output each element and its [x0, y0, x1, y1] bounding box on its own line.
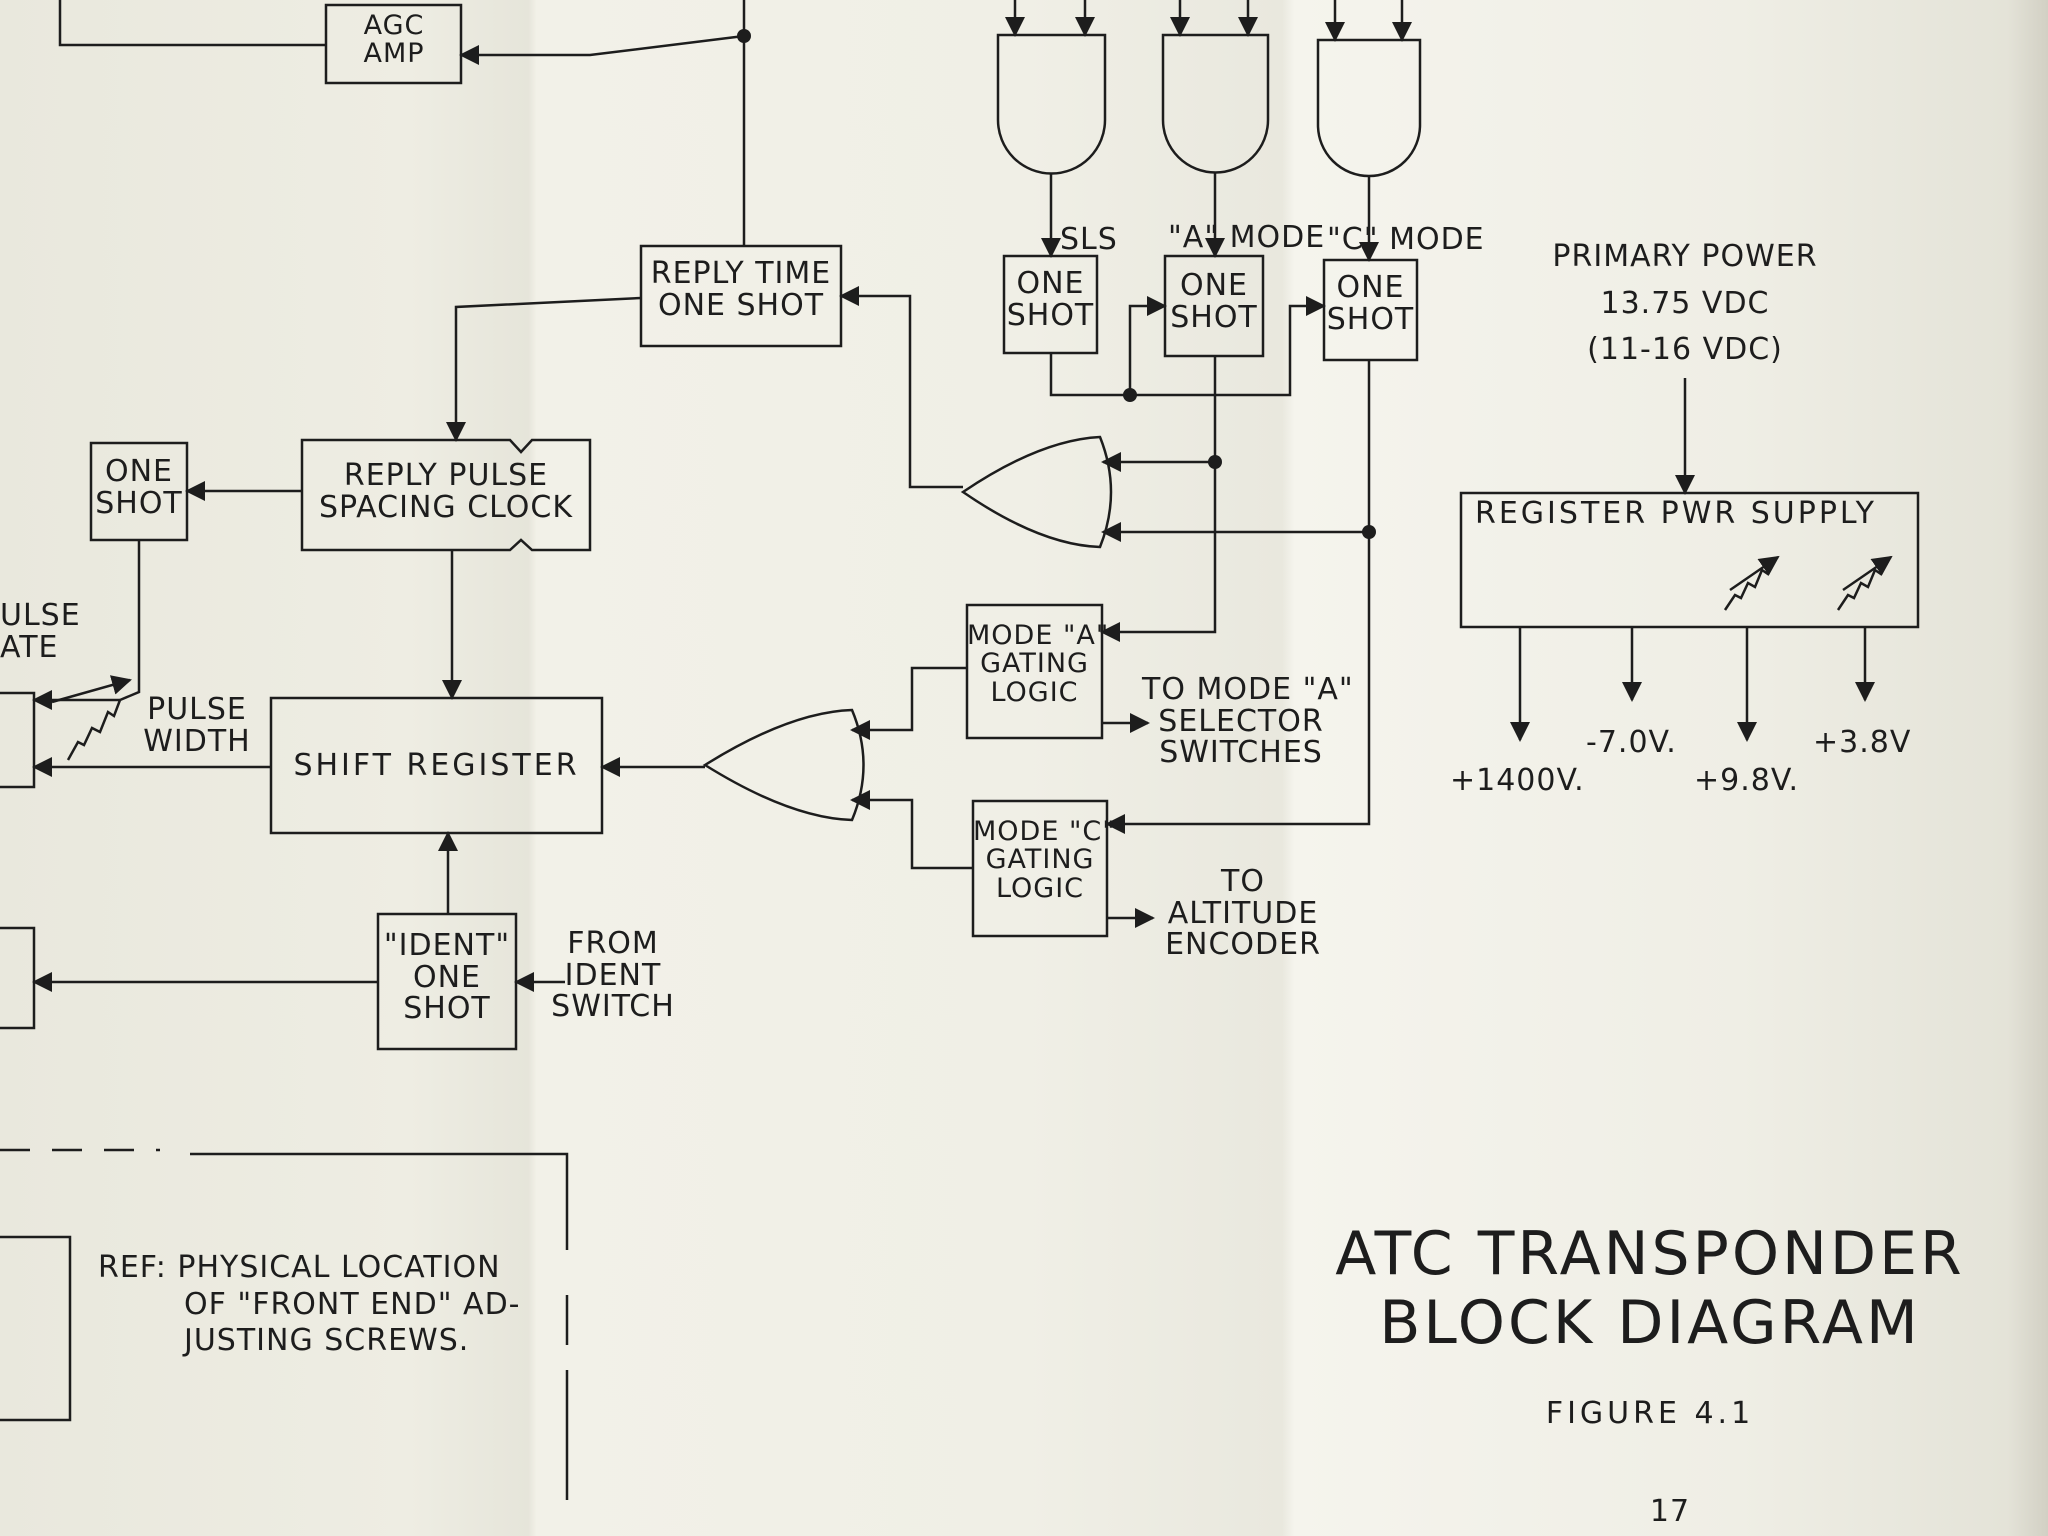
from-ident-line3: SWITCH — [551, 989, 675, 1024]
pulse-width-line1: PULSE — [147, 692, 247, 727]
one-shot-left-line1: ONE — [104, 454, 173, 489]
and-gate-a-mode — [1161, 33, 1270, 174]
reply-pulse-spacing-clock-box — [300, 438, 592, 552]
agc-amp-line2: AMP — [363, 38, 425, 70]
ref-note-line3: JUSTING SCREWS. — [184, 1323, 470, 1359]
primary-power-line2: 13.75 VDC — [1600, 285, 1770, 321]
mode-a-gating-label: MODE "A" GATING LOGIC — [967, 620, 1110, 708]
agc-amp-box — [324, 3, 463, 85]
agc-amp-line1: AGC — [363, 10, 425, 41]
one-shot-a-line1: ONE — [1179, 268, 1248, 303]
sls-label: SLS — [1060, 222, 1118, 257]
page-number: 17 — [1649, 1494, 1691, 1529]
ident-line1: "IDENT" — [383, 928, 511, 963]
reply-time-one-shot-label: REPLY TIME ONE SHOT — [641, 258, 841, 321]
and-gate-c-mode — [1316, 38, 1422, 178]
ident-one-shot-label: "IDENT" ONE SHOT — [378, 930, 516, 1025]
primary-power-line3: (11-16 VDC) — [1587, 332, 1783, 367]
or-gate-shift — [702, 708, 865, 822]
primary-power-label: PRIMARY POWER 13.75 VDC (11-16 VDC) — [1530, 234, 1840, 374]
to-mode-a-line2: SELECTOR — [1158, 703, 1324, 739]
one-shot-sls-label: ONE SHOT — [1004, 268, 1097, 331]
pulse-width-label: PULSE WIDTH — [140, 694, 254, 757]
from-ident-line2: IDENT — [564, 957, 662, 993]
pulse-gate-line1: ULSE — [0, 598, 81, 633]
to-mode-a-selector-label: TO MODE "A" SELECTOR SWITCHES — [1142, 672, 1354, 770]
pulse-gate-label: ULSE ATE — [0, 600, 81, 663]
front-end-box-edge — [58, 0, 325, 47]
register-pwr-supply-label: REGISTER PWR SUPPLY — [1475, 496, 1877, 531]
title-line2: BLOCK DIAGRAM — [1379, 1288, 1921, 1358]
clock-line1: REPLY PULSE — [343, 458, 549, 493]
one-shot-left-line2: SHOT — [95, 485, 183, 521]
one-shot-left-label: ONE SHOT — [91, 456, 187, 519]
voltage-minus-7: -7.0V. — [1586, 725, 1677, 760]
mode-a-gating-box — [965, 603, 1104, 740]
ref-note-line1: REF: PHYSICAL LOCATION — [98, 1250, 501, 1285]
ref-note-line2: OF "FRONT END" AD- — [184, 1286, 521, 1322]
shift-register-label: SHIFT REGISTER — [293, 748, 580, 783]
one-shot-c-line2: SHOT — [1326, 301, 1415, 337]
mode-c-line1: MODE "C" — [973, 816, 1116, 847]
reply-pulse-spacing-clock-label: REPLY PULSE SPACING CLOCK — [302, 460, 590, 523]
mode-a-line2: GATING — [980, 648, 1089, 680]
agc-amp-label: AGC AMP — [330, 10, 458, 70]
to-altitude-line2: ALTITUDE — [1167, 895, 1319, 931]
reply-time-line1: REPLY TIME — [650, 256, 832, 291]
ref-note: REF: PHYSICAL LOCATION OF "FRONT END" AD… — [98, 1250, 521, 1360]
reply-time-line2: ONE SHOT — [657, 287, 825, 323]
and-gate-sls — [996, 33, 1107, 175]
to-altitude-encoder-label: TO ALTITUDE ENCODER — [1148, 866, 1338, 961]
voltage-plus-3-8: +3.8V — [1813, 725, 1912, 760]
from-ident-switch-label: FROM IDENT SWITCH — [548, 928, 678, 1023]
one-shot-a-label: ONE SHOT — [1165, 270, 1263, 333]
mode-a-line3: LOGIC — [990, 676, 1079, 708]
one-shot-sls-line2: SHOT — [1006, 297, 1095, 333]
clock-line2: SPACING CLOCK — [318, 489, 574, 525]
to-mode-a-line1: TO MODE "A" — [1142, 672, 1354, 707]
one-shot-sls-line1: ONE — [1016, 266, 1085, 301]
or-gate-reply — [960, 435, 1113, 549]
one-shot-a-line2: SHOT — [1170, 299, 1258, 335]
pulse-gate-line2: ATE — [0, 629, 59, 665]
mode-c-gating-label: MODE "C" GATING LOGIC — [973, 816, 1116, 904]
mode-c-line2: GATING — [985, 844, 1095, 876]
a-mode-label: "A" MODE — [1168, 220, 1326, 255]
to-mode-a-line3: SWITCHES — [1159, 735, 1323, 770]
ident-line2: ONE — [412, 959, 481, 995]
voltage-plus-9-8: +9.8V. — [1694, 763, 1800, 798]
title-line1: ATC TRANSPONDER — [1335, 1219, 1965, 1289]
primary-power-line1: PRIMARY POWER — [1552, 239, 1818, 274]
mode-c-line3: LOGIC — [995, 872, 1085, 904]
mode-a-line1: MODE "A" — [967, 620, 1110, 651]
voltage-plus-1400: +1400V. — [1450, 763, 1585, 798]
ref-box-edge — [0, 1235, 72, 1422]
pulse-gate-box-edge — [0, 691, 36, 789]
to-altitude-line3: ENCODER — [1165, 927, 1321, 962]
from-ident-line1: FROM — [567, 926, 659, 961]
one-shot-c-label: ONE SHOT — [1324, 272, 1417, 335]
to-altitude-line1: TO — [1221, 864, 1265, 899]
c-mode-label: "C" MODE — [1327, 222, 1485, 257]
diagram-title: ATC TRANSPONDER BLOCK DIAGRAM — [1300, 1220, 2000, 1358]
figure-caption: FIGURE 4.1 — [1545, 1396, 1755, 1431]
one-shot-c-line1: ONE — [1336, 270, 1405, 305]
left-box-edge — [0, 926, 36, 1030]
ident-line3: SHOT — [403, 991, 491, 1026]
pulse-width-line2: WIDTH — [143, 723, 251, 759]
junction-dots — [737, 29, 1376, 539]
